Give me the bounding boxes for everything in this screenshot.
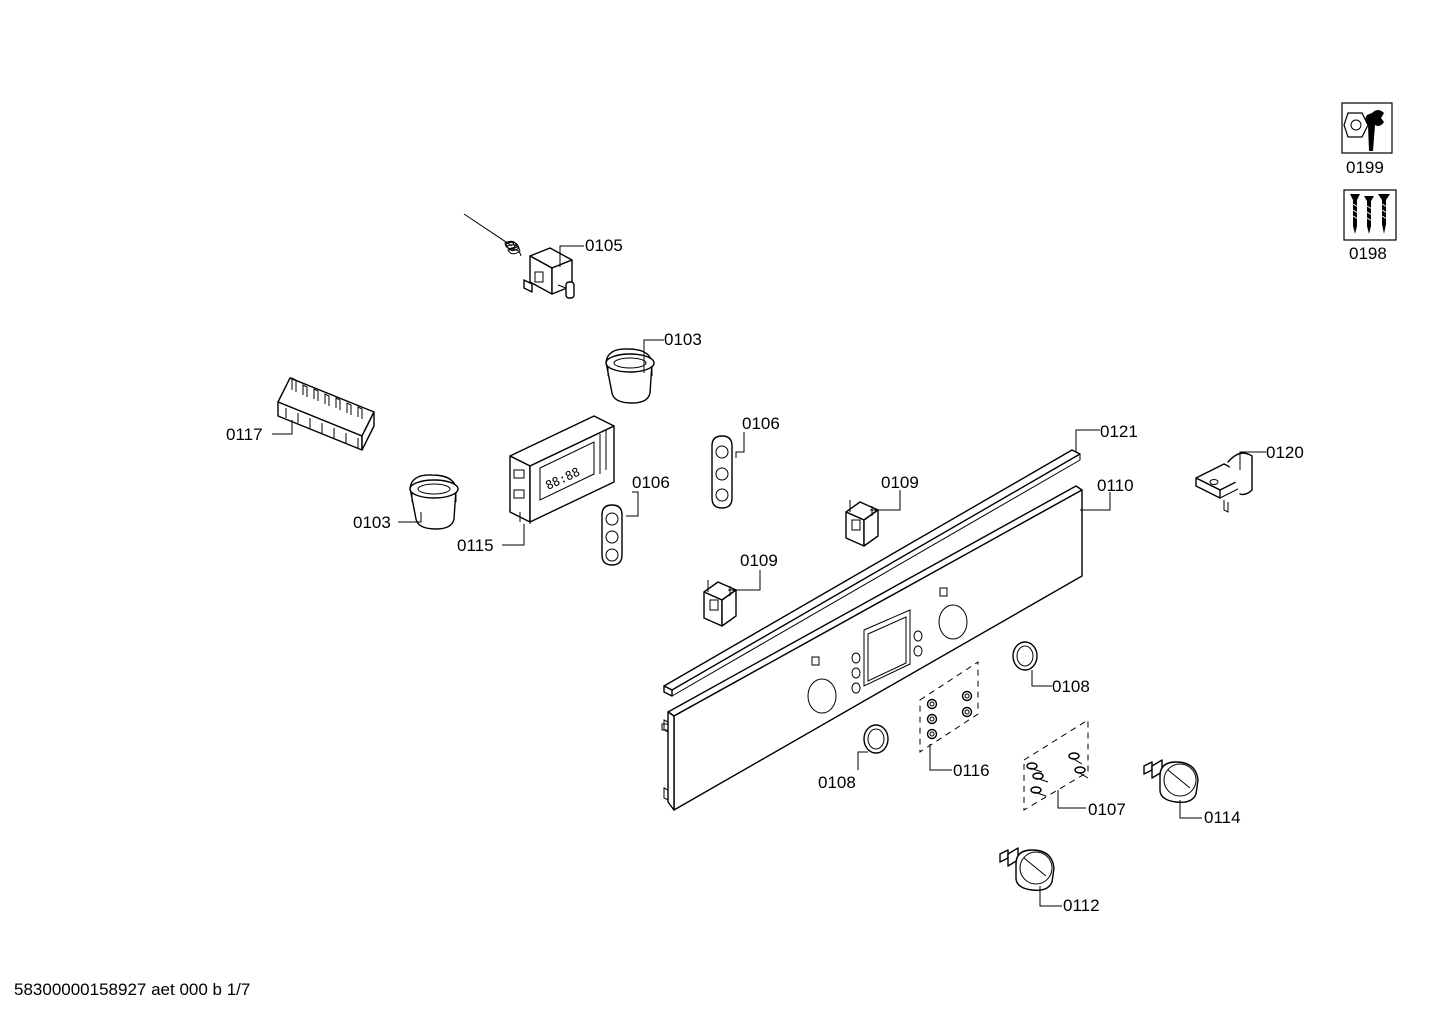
label-0115: 0115	[457, 536, 494, 555]
switch-bracket-part-lower[interactable]	[703, 580, 737, 627]
control-knob-part-right[interactable]	[1143, 759, 1199, 804]
fastener-kit-part[interactable]	[919, 661, 979, 753]
label-0105: 0105	[585, 236, 623, 255]
screws-icon[interactable]	[1343, 189, 1397, 241]
label-0199: 0199	[1346, 158, 1384, 177]
label-0103-top: 0103	[664, 330, 702, 349]
terminal-block-part[interactable]	[277, 377, 375, 451]
switch-bracket-part-upper[interactable]	[845, 500, 879, 547]
led-holder-part-lower[interactable]	[601, 504, 623, 566]
label-0121: 0121	[1100, 422, 1138, 441]
led-holder-part-upper[interactable]	[711, 435, 733, 509]
label-0117: 0117	[226, 425, 263, 444]
control-panel-part[interactable]	[661, 485, 1083, 811]
bushing-part-lower[interactable]	[409, 474, 459, 530]
control-knob-part-lower[interactable]	[999, 847, 1055, 892]
label-0116: 0116	[953, 761, 990, 780]
document-id-footer: 58300000158927 aet 000 b 1/7	[14, 980, 251, 999]
knob-ring-part-left[interactable]	[863, 724, 889, 754]
label-0106-upper: 0106	[742, 414, 780, 433]
tool-icon[interactable]	[1341, 102, 1393, 154]
screw-kit-part[interactable]	[1023, 719, 1089, 811]
thermostat-part[interactable]	[463, 213, 575, 299]
label-0120: 0120	[1266, 443, 1304, 462]
label-0107: 0107	[1088, 800, 1126, 819]
trim-strip-part[interactable]	[663, 449, 1081, 697]
label-0112: 0112	[1063, 896, 1100, 915]
label-0114: 0114	[1204, 808, 1241, 827]
timer-module-part[interactable]: 88:88	[509, 415, 615, 524]
label-0108-right: 0108	[1052, 677, 1090, 696]
label-0109-lower: 0109	[740, 551, 778, 570]
panel-bracket-part[interactable]	[1195, 452, 1253, 513]
label-0110: 0110	[1097, 476, 1134, 495]
label-0103-lower: 0103	[353, 513, 391, 532]
label-0106-lower: 0106	[632, 473, 670, 492]
knob-ring-part-right[interactable]	[1012, 641, 1038, 671]
label-0198: 0198	[1349, 244, 1387, 263]
bushing-part-top[interactable]	[605, 348, 655, 404]
label-0109-upper: 0109	[881, 473, 919, 492]
label-0108-left: 0108	[818, 773, 856, 792]
